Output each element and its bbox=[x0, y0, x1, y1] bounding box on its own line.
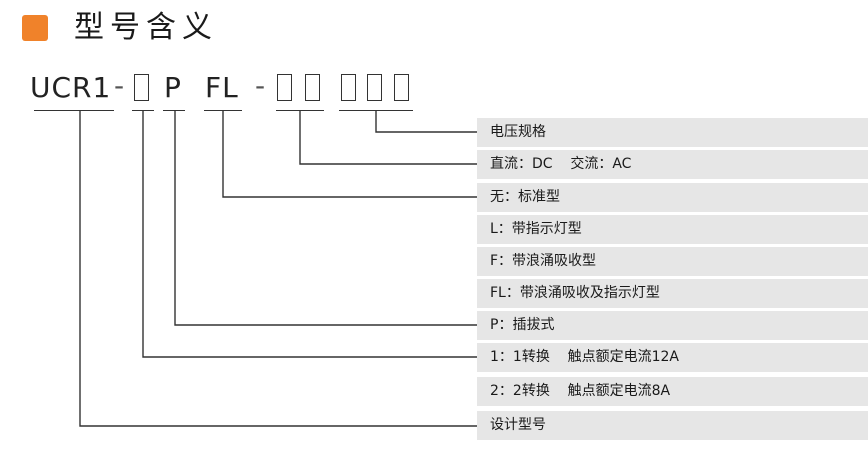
title-bullet bbox=[22, 15, 48, 41]
row-standard: 无：标准型 bbox=[477, 183, 868, 212]
row-surge: F：带浪涌吸收型 bbox=[477, 247, 868, 276]
code-dash-1: - bbox=[114, 69, 126, 102]
row-voltage-spec: 电压规格 bbox=[477, 118, 868, 147]
underline-p bbox=[163, 110, 185, 111]
connector-contact bbox=[142, 110, 477, 358]
page-title: 型号含义 bbox=[74, 10, 218, 45]
code-placeholder-voltage-2 bbox=[367, 74, 382, 101]
code-placeholder-voltage-3 bbox=[394, 74, 409, 101]
row-dc-ac: 直流：DC 交流：AC bbox=[477, 150, 868, 179]
code-prefix: UCR1 bbox=[30, 71, 112, 104]
code-dash-2: - bbox=[255, 69, 267, 102]
row-2-changeover: 2：2转换 触点额定电流8A bbox=[477, 377, 868, 406]
code-placeholder-current-2 bbox=[305, 74, 320, 101]
connector-prefix bbox=[79, 110, 477, 427]
row-1-changeover: 1：1转换 触点额定电流12A bbox=[477, 343, 868, 372]
connector-current bbox=[299, 110, 477, 165]
connector-p bbox=[174, 110, 477, 326]
row-plugin: P：插拔式 bbox=[477, 311, 868, 340]
connector-fl bbox=[222, 110, 477, 198]
code-placeholder-contact bbox=[134, 74, 149, 101]
underline-prefix bbox=[34, 110, 114, 111]
code-p: P bbox=[164, 71, 182, 104]
connector-voltage bbox=[375, 110, 477, 133]
row-design-model: 设计型号 bbox=[477, 411, 868, 440]
code-placeholder-current-1 bbox=[277, 74, 292, 101]
code-placeholder-voltage-1 bbox=[341, 74, 356, 101]
row-indicator: L：带指示灯型 bbox=[477, 215, 868, 244]
row-surge-indicator: FL：带浪涌吸收及指示灯型 bbox=[477, 279, 868, 308]
code-fl: FL bbox=[205, 71, 239, 104]
